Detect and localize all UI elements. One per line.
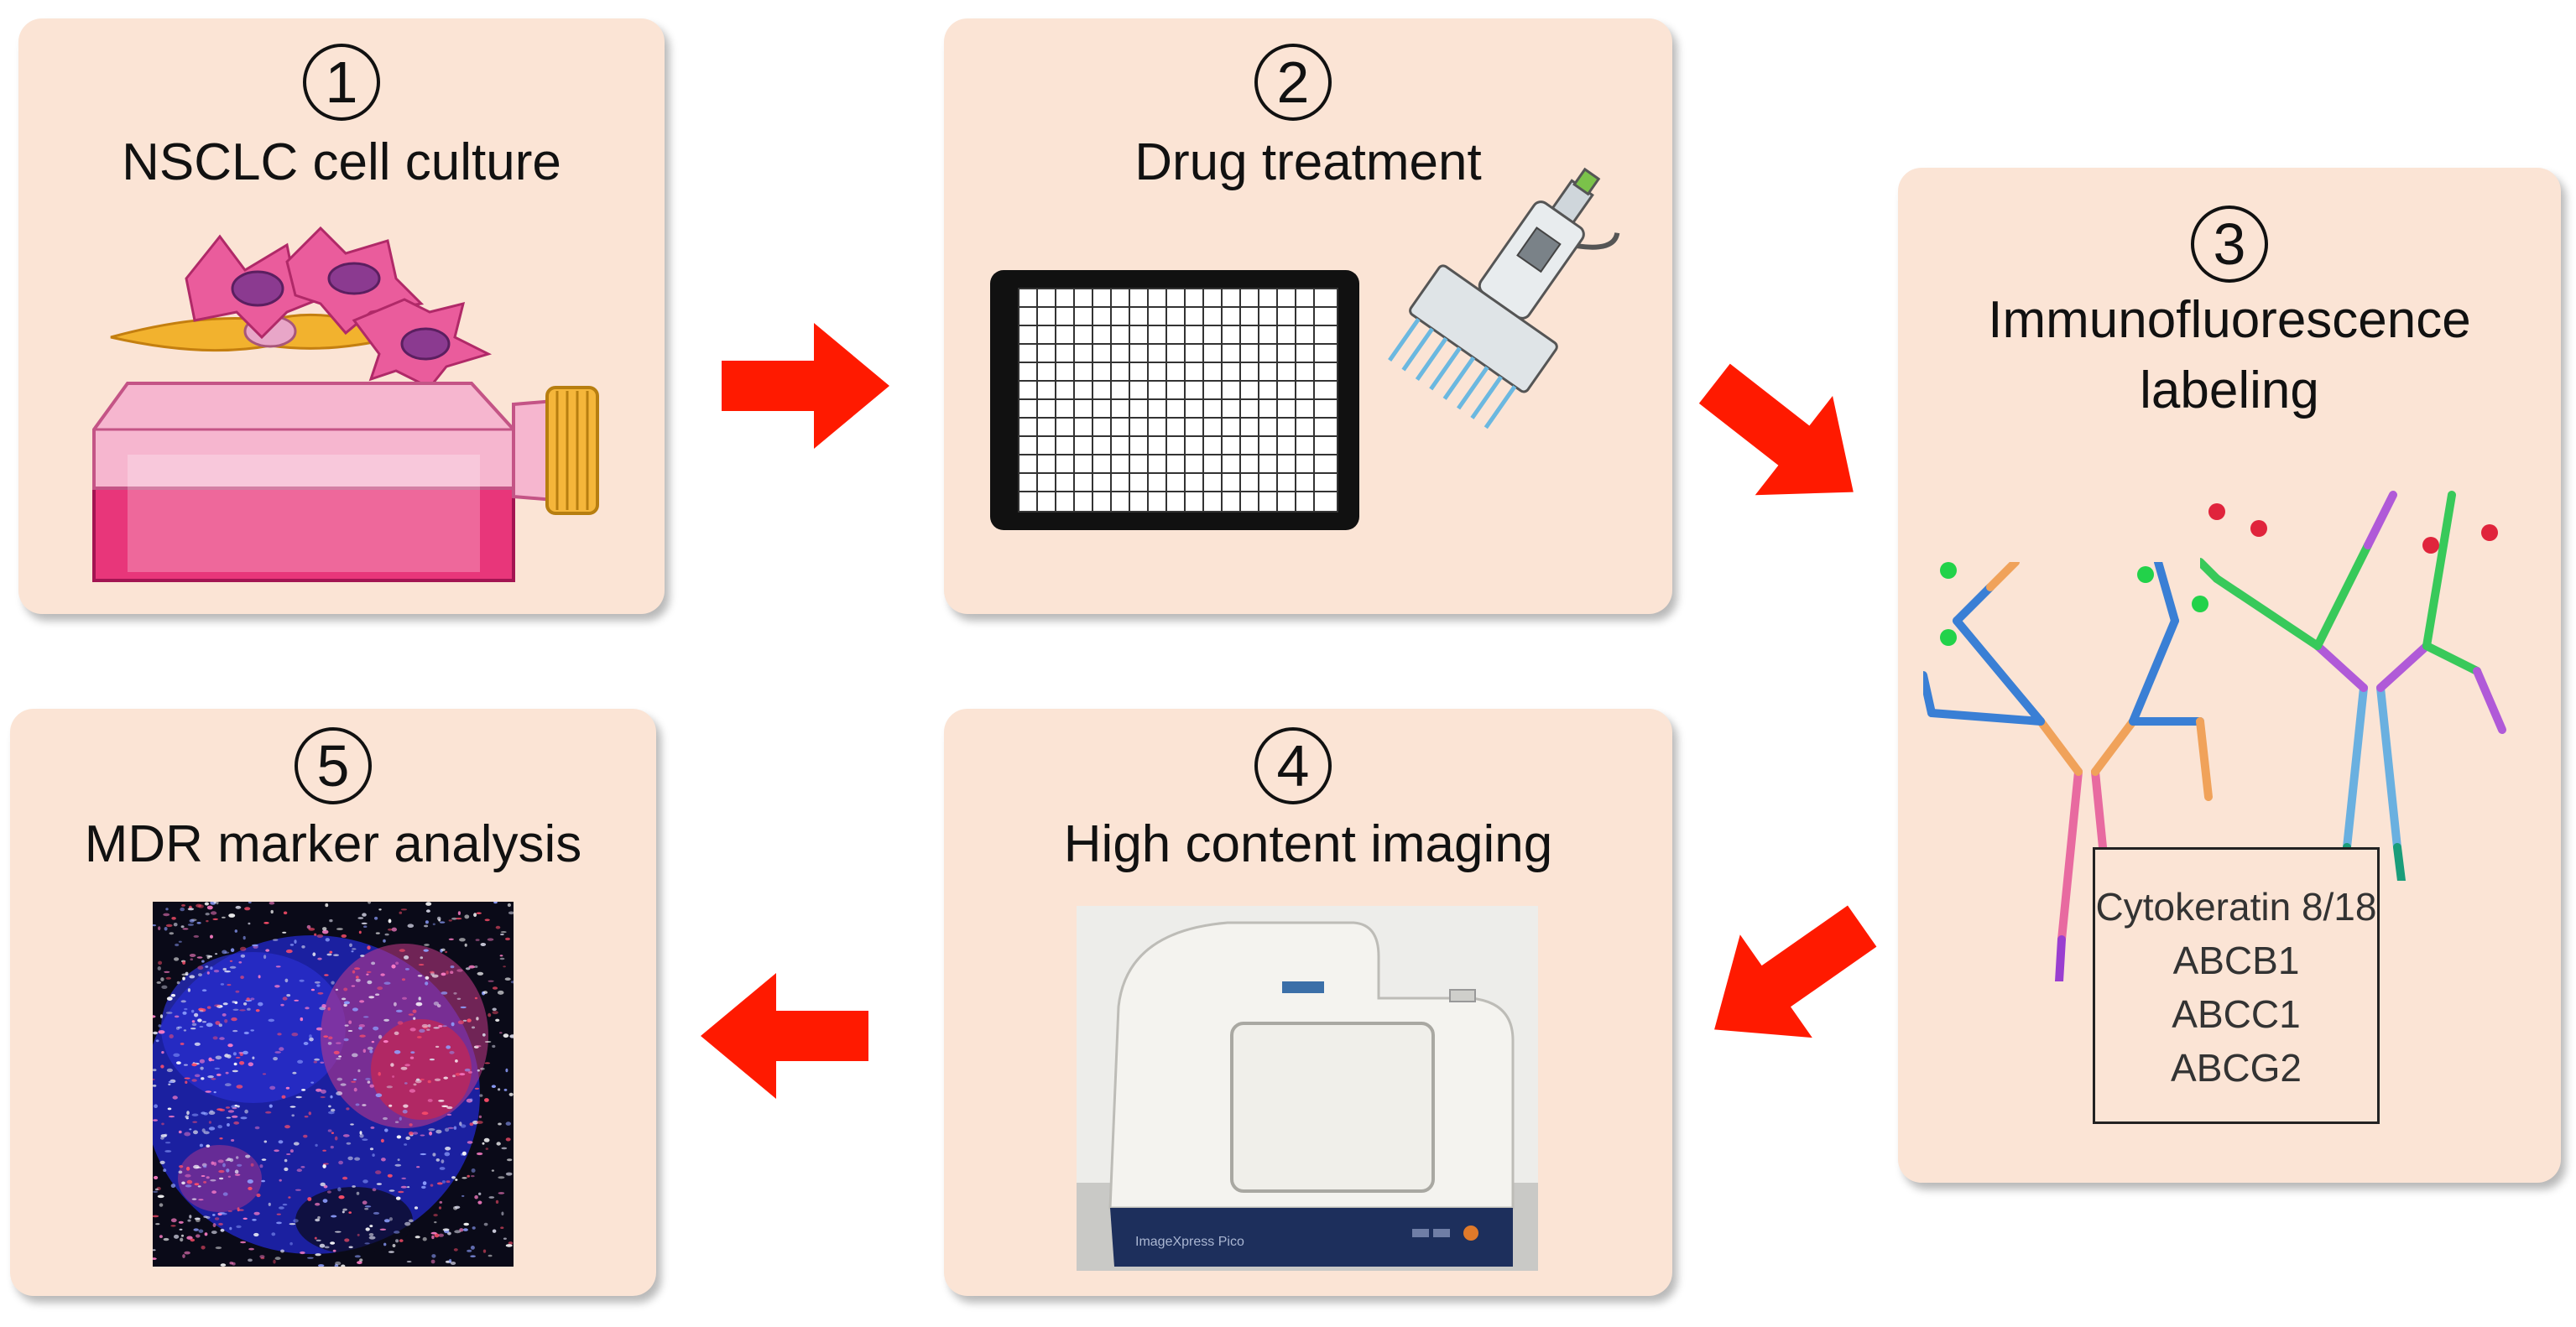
marker-item: ABCB1 bbox=[2172, 939, 2300, 982]
arrow-step3-to-step4 bbox=[1714, 905, 1877, 1038]
flask-icon bbox=[92, 382, 599, 582]
step-1-title: NSCLC cell culture bbox=[122, 133, 561, 191]
step-3-panel: 3 Immunofluorescence labeling bbox=[1898, 168, 2561, 1183]
step-4-title: High content imaging bbox=[1063, 815, 1553, 873]
fluorescence-micrograph-image bbox=[153, 902, 514, 1267]
multichannel-pipette-icon bbox=[1388, 167, 1620, 429]
step-2-title: Drug treatment bbox=[1134, 133, 1482, 191]
antibody-complex-2-icon bbox=[2200, 491, 2506, 881]
step-1-panel: 1 NSCLC cell culture bbox=[18, 18, 665, 614]
step-5-panel: 5 MDR marker analysis bbox=[10, 709, 656, 1296]
step-4-panel: 4 High content imaging ImageXpress Pico bbox=[944, 709, 1672, 1296]
instrument-label: ImageXpress Pico bbox=[1135, 1235, 1244, 1249]
marker-item: ABCC1 bbox=[2172, 992, 2301, 1036]
arrow-step4-to-step5 bbox=[701, 973, 868, 1099]
imaging-instrument-photo: ImageXpress Pico bbox=[1077, 906, 1538, 1271]
step-5-number: 5 bbox=[295, 727, 372, 804]
step-3-title: Immunofluorescence labeling bbox=[1988, 291, 2471, 419]
marker-item: Cytokeratin 8/18 bbox=[2095, 885, 2377, 929]
arrow-step1-to-step2 bbox=[722, 323, 889, 449]
arrow-step2-to-step3 bbox=[1698, 363, 1854, 496]
step-2-panel: 2 Drug treatment bbox=[944, 18, 1672, 614]
step-1-number: 1 bbox=[303, 44, 380, 121]
step-3-number: 3 bbox=[2191, 206, 2268, 283]
marker-item: ABCG2 bbox=[2171, 1046, 2302, 1090]
well-plate-icon bbox=[990, 270, 1359, 530]
marker-list-box: Cytokeratin 8/18 ABCB1 ABCC1 ABCG2 bbox=[2093, 847, 2380, 1124]
step-5-title: MDR marker analysis bbox=[84, 815, 582, 873]
cells-icon bbox=[110, 226, 493, 389]
step-4-number: 4 bbox=[1254, 727, 1332, 804]
step-2-number: 2 bbox=[1254, 44, 1332, 121]
cell-culture-flask-illustration bbox=[92, 226, 599, 582]
